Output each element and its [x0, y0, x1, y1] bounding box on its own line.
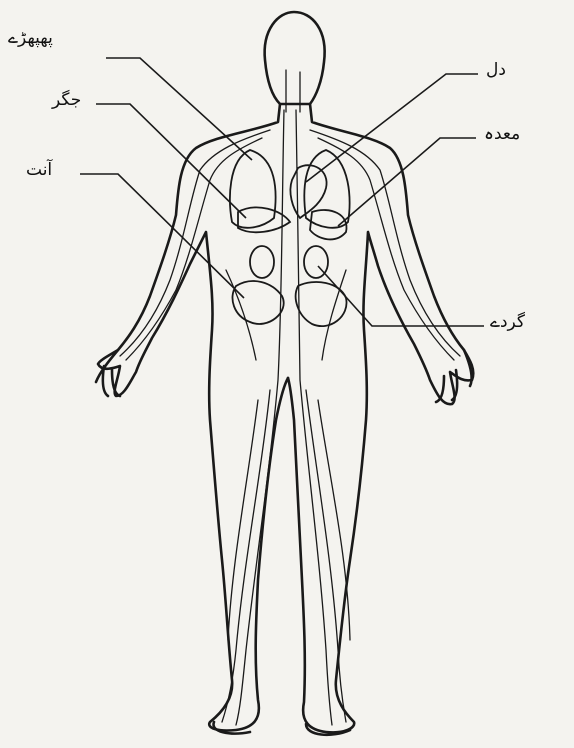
leader-kidneys — [318, 266, 484, 326]
vessel-leg-right-a — [306, 390, 346, 722]
body-outline-left — [98, 104, 288, 731]
head-outline — [265, 12, 325, 104]
vessel-arm-right — [310, 130, 460, 356]
label-heart: دل — [486, 62, 506, 79]
intestine-shape — [232, 281, 346, 326]
vessel-main-right — [296, 110, 332, 725]
vessel-leg-left-a — [222, 390, 270, 722]
body-outline-right — [288, 104, 473, 732]
vessel-leg-left-b — [228, 400, 258, 640]
vessel-neck — [286, 70, 300, 112]
label-intestine: آنت — [26, 162, 52, 179]
vessel-arm-left — [120, 130, 270, 356]
kidney-left — [250, 246, 274, 278]
lung-left — [230, 150, 276, 228]
label-kidneys: گردے — [490, 314, 525, 331]
label-lungs: پھپھڑے — [8, 30, 53, 47]
leader-lungs — [106, 58, 252, 160]
label-liver: جگر — [52, 92, 81, 109]
label-stomach: معدہ — [484, 126, 520, 143]
